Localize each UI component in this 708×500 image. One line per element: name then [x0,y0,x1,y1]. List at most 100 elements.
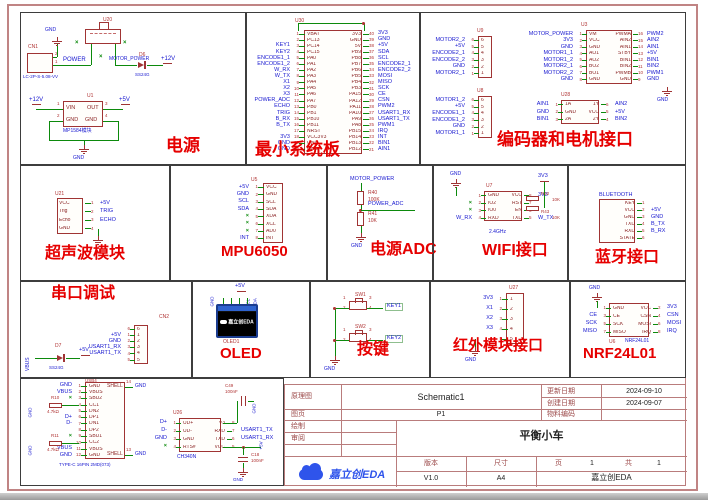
net-label[interactable]: INT [378,133,387,140]
net-label[interactable]: × [468,199,472,206]
net-label[interactable]: PWM1 [647,69,664,76]
net-label[interactable]: POWER [63,57,86,63]
d7-part[interactable]: SS24G [49,365,64,370]
net-label[interactable]: MOTOR_POWER [109,56,150,62]
net-label[interactable]: +5V [111,331,121,338]
net-label[interactable]: MOTOR_POWER [350,176,395,182]
net-label[interactable]: W_RX [456,214,472,221]
net-label[interactable]: SDA [378,48,390,55]
net-label[interactable]: MOTOR1_1 [543,50,573,56]
net-label[interactable]: GND [452,63,465,70]
net-label[interactable]: +5V [239,183,249,190]
sw2-button[interactable] [349,330,367,342]
net-label[interactable]: ENCODE1_2 [257,60,290,67]
u27-ref[interactable]: U27 [509,285,519,291]
u1-body[interactable] [63,101,103,127]
r10-resistor[interactable] [49,403,62,408]
net-label[interactable]: GND [324,366,336,372]
net-label[interactable]: GND [647,76,660,82]
wifi-freq[interactable]: 2.4GHz [489,229,506,235]
net-label[interactable]: BIN1 [647,56,660,63]
net-label[interactable]: GND [236,191,249,198]
net-label[interactable]: SCL [378,54,389,61]
u28-ref[interactable]: U28 [561,92,571,98]
net-label[interactable]: VBUS [57,388,72,395]
net-label[interactable]: MOSI [667,320,682,327]
c49-capacitor[interactable] [238,396,248,406]
u30-ref[interactable]: U30 [295,18,305,24]
net-label[interactable]: BIN2 [647,63,660,69]
net-label[interactable]: X3 [283,91,290,98]
r40-resistor[interactable] [357,191,364,205]
net-label[interactable]: ENCODE1_1 [432,109,465,116]
net-label[interactable]: SCK [585,320,597,327]
updated-date[interactable]: 2024-09-10 [626,388,662,395]
r41-value[interactable]: 10K [368,218,377,224]
c18-capacitor[interactable] [238,455,248,463]
net-label[interactable]: INT [240,234,249,241]
net-label[interactable]: MOTOR2_1 [435,70,465,77]
cn1-part[interactable]: LC-2P-S-5.08-VV [23,74,59,79]
net-label[interactable]: MOTOR2_2 [543,69,573,76]
net-label[interactable]: MISO [378,79,393,86]
page-total[interactable]: 1 [657,460,661,467]
net-label[interactable]: × [245,220,249,227]
net-label[interactable]: GND [251,403,257,414]
r10-ref[interactable]: R10 [51,395,60,400]
net-label[interactable]: 3V3 [667,304,677,311]
r43-ref[interactable]: R43 [541,209,550,214]
net-label[interactable]: B_RX [651,227,666,234]
net-label[interactable]: KEY2 [385,335,404,343]
oled-ref[interactable]: OLED1 [223,339,240,345]
net-label[interactable]: +5V [235,283,245,289]
net-label[interactable]: +5V [651,206,661,213]
u28-chip[interactable]: AIN1 1 1A 1Y 6 AIN2 GND 2 GND VCC 5 + [521,100,643,124]
net-label[interactable]: GND [27,407,33,418]
u27-connector[interactable]: 3V3 1 1 X1 2 2 X2 3 3 X3 4 [459,293,526,344]
net-label[interactable]: +12V [161,56,176,62]
net-label[interactable]: USART1_RX [378,109,411,116]
usb-part[interactable]: TYPE-C 16PIN 2MD(073) [59,462,111,467]
diode-symbol[interactable] [138,61,146,69]
net-label[interactable]: CSN [667,312,679,319]
net-label[interactable]: POWER_ADC [368,201,404,207]
power-switch-symbol[interactable] [85,22,121,44]
net-label[interactable]: BIN1 [378,139,391,146]
u6-part[interactable]: NRF24L01 [625,338,650,344]
r40-ref[interactable]: R40 [368,190,378,196]
net-label[interactable]: GND [589,285,601,291]
net-label[interactable]: W_TX [538,214,554,221]
net-label[interactable]: GND [277,146,290,153]
net-label[interactable]: GND [651,213,664,220]
net-label[interactable]: AIN2 [615,101,628,107]
c18-value[interactable]: 100nF [251,458,264,463]
net-label[interactable]: × [163,443,167,450]
net-label[interactable]: VBUS [25,357,31,371]
net-label[interactable]: +5V [455,103,465,110]
r41-resistor[interactable] [357,212,364,226]
net-label[interactable]: PWM1 [378,121,395,128]
u3-ref[interactable]: U3 [581,22,588,28]
u8-ref[interactable]: U8 [477,88,484,94]
net-label[interactable]: X2 [283,85,290,92]
d6-ref[interactable]: D6 [139,52,146,58]
u20-ref[interactable]: U20 [103,17,113,23]
net-label[interactable]: SCL [238,198,249,205]
net-label[interactable]: +12V [29,97,44,103]
u26-ref[interactable]: U26 [173,410,183,416]
net-label[interactable]: USART1_RX [241,435,274,442]
net-label[interactable]: ENCODE1_2 [432,116,465,123]
sw1-ref[interactable]: SW1 [355,292,366,298]
net-label[interactable]: GND [233,477,243,482]
net-label[interactable]: B_RX [275,115,290,122]
d6-part[interactable]: SS24G [135,72,150,77]
r40-value[interactable]: 100K [368,197,380,203]
net-label[interactable]: 3V3 [538,192,548,198]
net-label[interactable]: X1 [486,305,493,312]
net-label[interactable]: PWM2 [378,103,395,110]
project-name[interactable]: 平衡小车 [519,430,564,442]
net-label[interactable]: PWM2 [647,30,664,37]
r11-resistor[interactable] [49,441,62,446]
net-label[interactable]: +5V [119,97,130,103]
net-label[interactable]: CE [378,91,386,98]
